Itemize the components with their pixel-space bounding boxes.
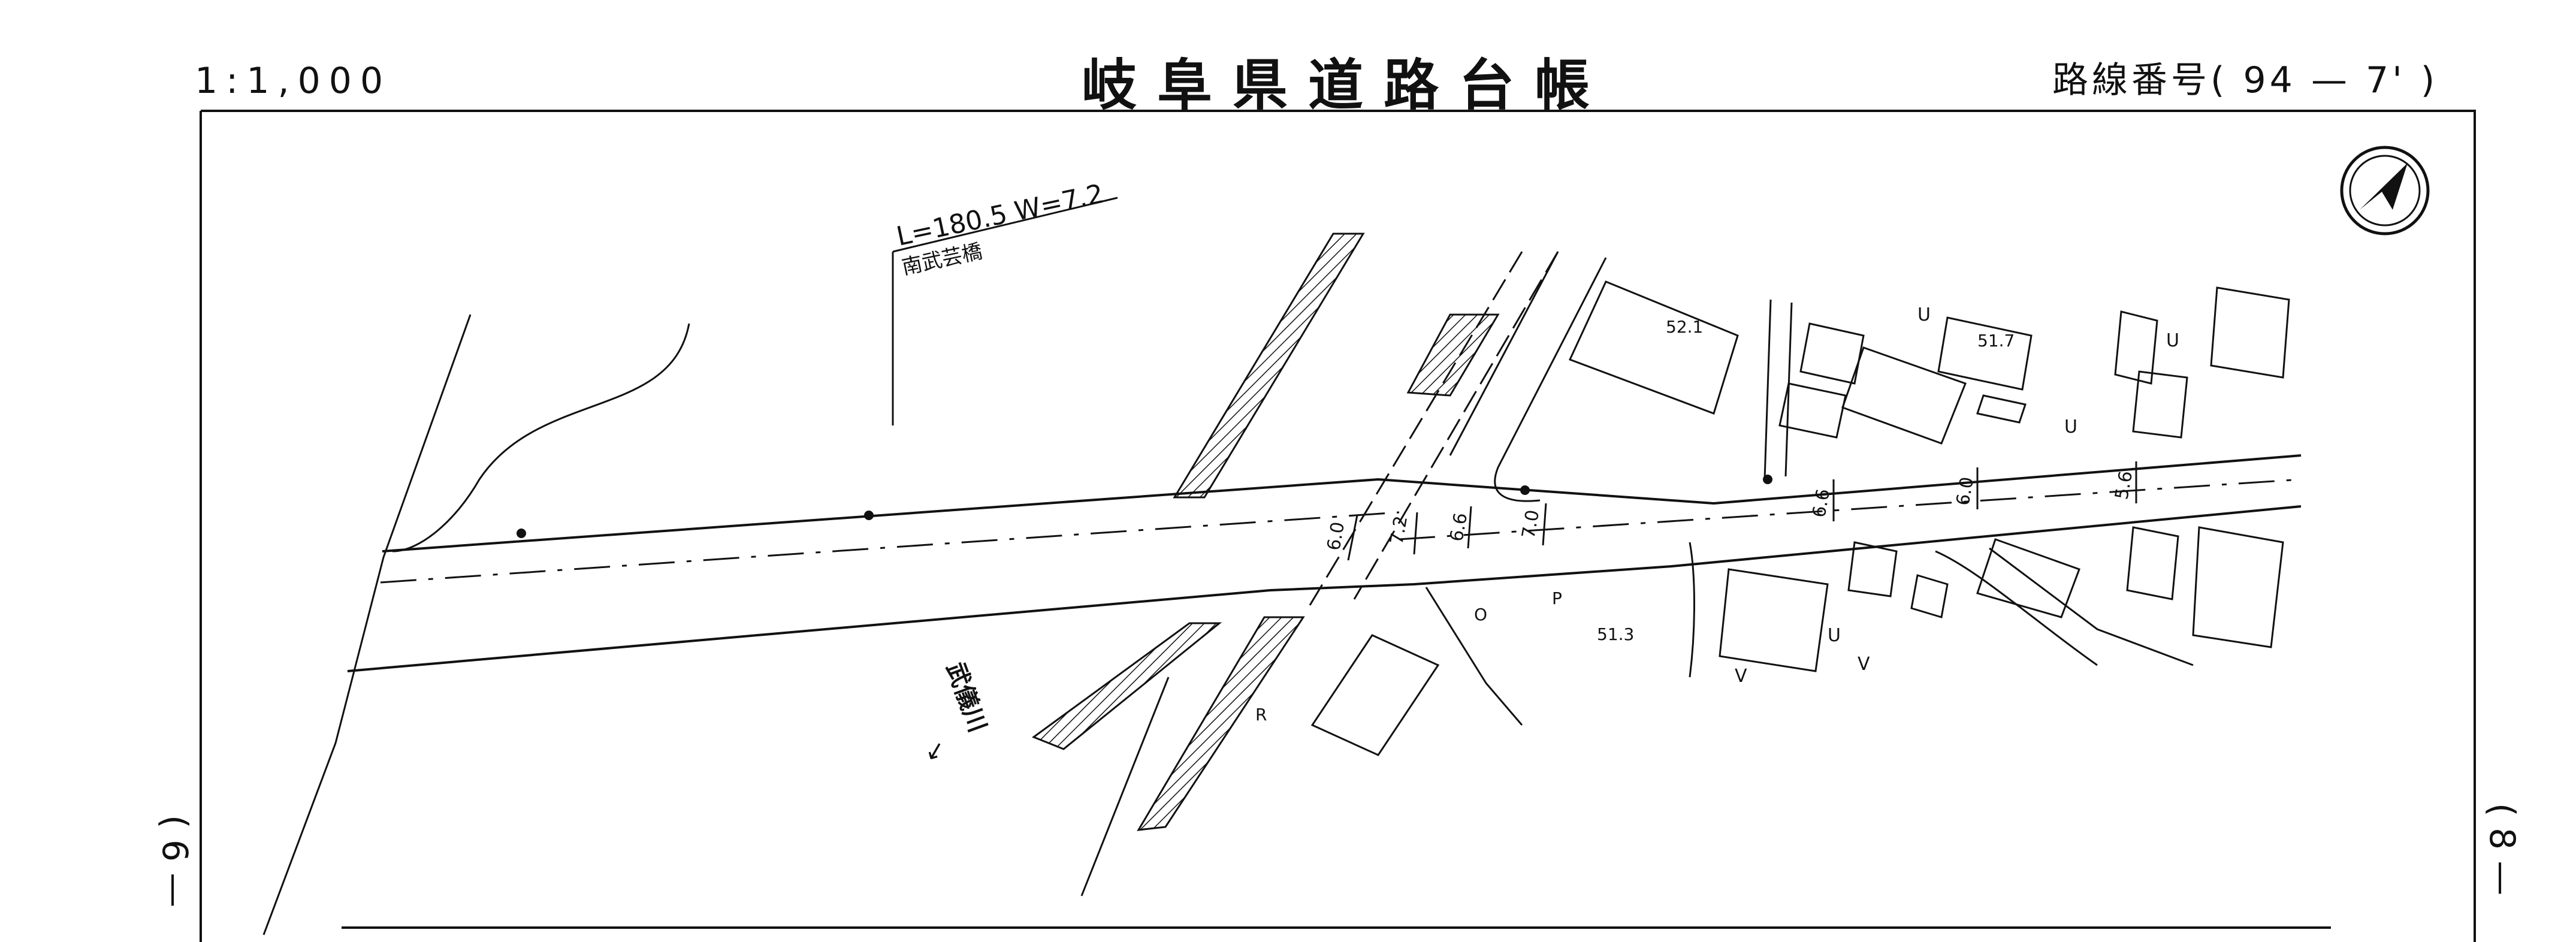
buildings: [1310, 280, 2290, 756]
map-symbol: U: [1828, 625, 1841, 646]
elevation-label: 51.7: [1977, 331, 2015, 351]
map-symbol: V: [1858, 654, 1870, 675]
width-label: 6.6: [1446, 511, 1472, 543]
main-road: [347, 454, 2302, 672]
route-number-close: ): [2420, 59, 2439, 101]
bridge-dimensions: L=180.5 W=7.2: [894, 179, 1107, 252]
width-label: 6.0: [1323, 520, 1349, 552]
map-symbol: V: [1735, 666, 1747, 687]
width-label: 7.0: [1518, 508, 1544, 540]
route-number: 路線番号( 94 — 7' ): [2052, 51, 2438, 103]
bridge-annotation: [892, 197, 1118, 425]
map-scale: 1:1,000: [195, 60, 392, 102]
road-width-labels: 6.0 7.2 6.6 7.0 6.6 6.0 5.6: [1323, 469, 2137, 552]
page-title: 岐阜県道路台帳: [1082, 53, 1611, 117]
map-symbol: U: [2064, 416, 2077, 437]
route-number-sub: 7': [2366, 59, 2406, 101]
compass-icon: [2340, 146, 2430, 236]
map-symbol: U: [2166, 330, 2179, 351]
width-label: 7.2: [1386, 514, 1412, 546]
adjacent-sheet-left: ( 6 —: [155, 815, 195, 908]
survey-points: [517, 475, 1772, 538]
route-number-label: 路線番号(: [2052, 59, 2228, 101]
width-label: 5.6: [2111, 469, 2137, 501]
side-roads: [1305, 251, 2194, 726]
point-label: R: [1255, 705, 1267, 724]
elevation-label: 51.3: [1597, 624, 1634, 644]
route-number-value: 94: [2243, 59, 2296, 101]
river-name: 武儀川: [941, 659, 991, 735]
adjacent-sheet-right: ( 8 —: [2482, 803, 2523, 896]
route-number-dash: —: [2311, 59, 2351, 101]
width-label: 6.6: [1808, 487, 1834, 519]
river-bank-lines: [262, 314, 1170, 935]
river-flow-arrow: ↓: [919, 735, 950, 769]
point-label: P: [1552, 588, 1562, 608]
width-label: 6.0: [1952, 475, 1978, 507]
road-width-ticks: [1347, 461, 2137, 561]
river-label: 武儀川: [941, 659, 991, 735]
point-label: O: [1474, 605, 1487, 624]
map-frame: [200, 110, 2476, 942]
retaining-walls: [1031, 233, 1500, 831]
elevation-label: 52.1: [1666, 317, 1703, 337]
map-symbol: U: [1917, 304, 1931, 325]
